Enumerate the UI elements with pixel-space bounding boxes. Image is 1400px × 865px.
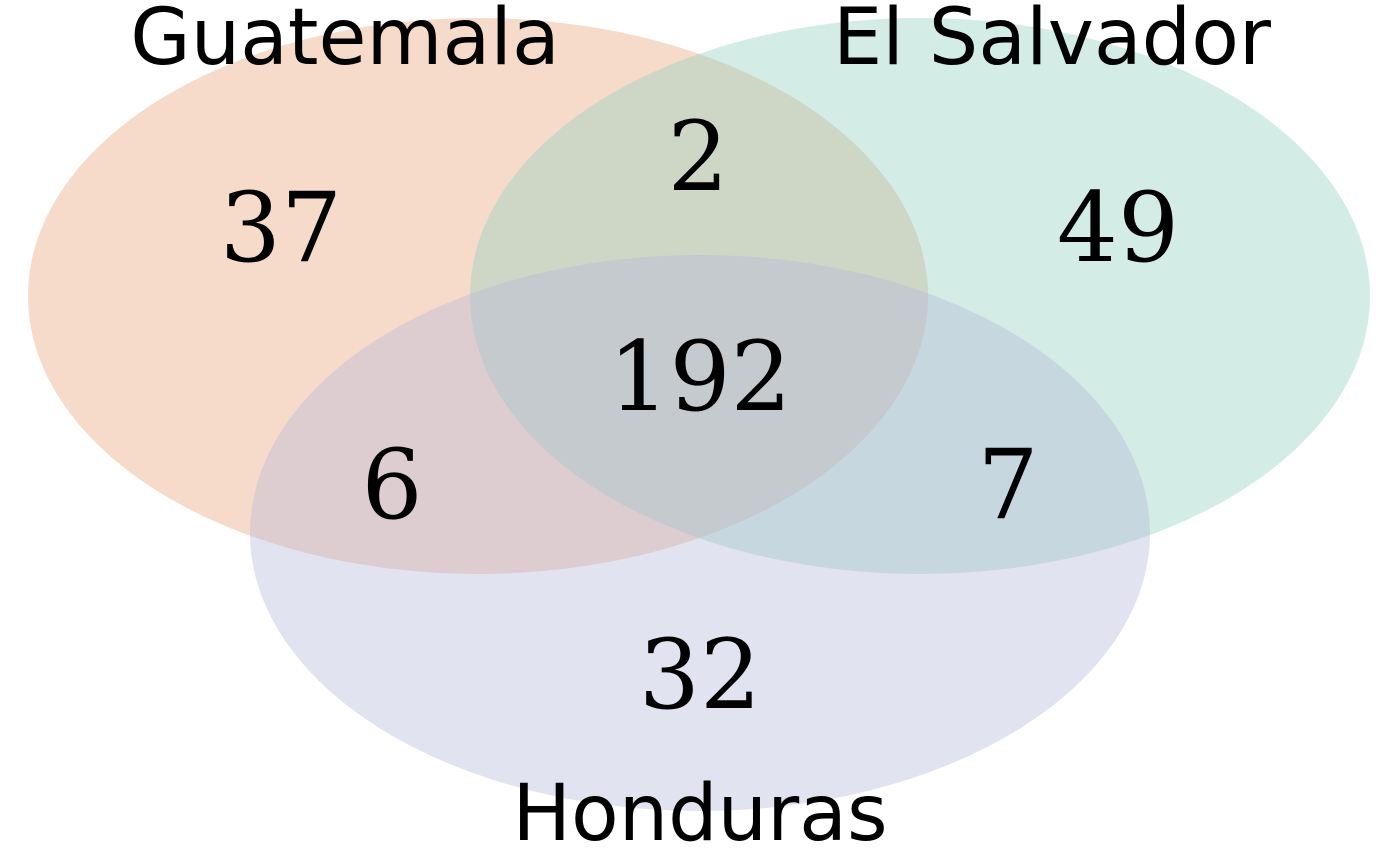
count-all-three: 192 [608,321,791,433]
count-honduras-only: 32 [639,619,761,731]
count-guatemala-el-salvador: 2 [667,101,728,213]
count-el-salvador-honduras: 7 [977,429,1038,541]
set-ellipse-guatemala [28,18,928,574]
count-el-salvador-only: 49 [1057,172,1179,284]
set-ellipse-honduras [250,255,1150,811]
count-guatemala-honduras: 6 [361,429,422,541]
set-label-honduras: Honduras [512,769,887,859]
set-label-guatemala: Guatemala [130,0,560,83]
set-label-el-salvador: El Salvador [833,0,1272,83]
count-guatemala-only: 37 [220,172,342,284]
set-ellipse-el-salvador [470,18,1370,574]
